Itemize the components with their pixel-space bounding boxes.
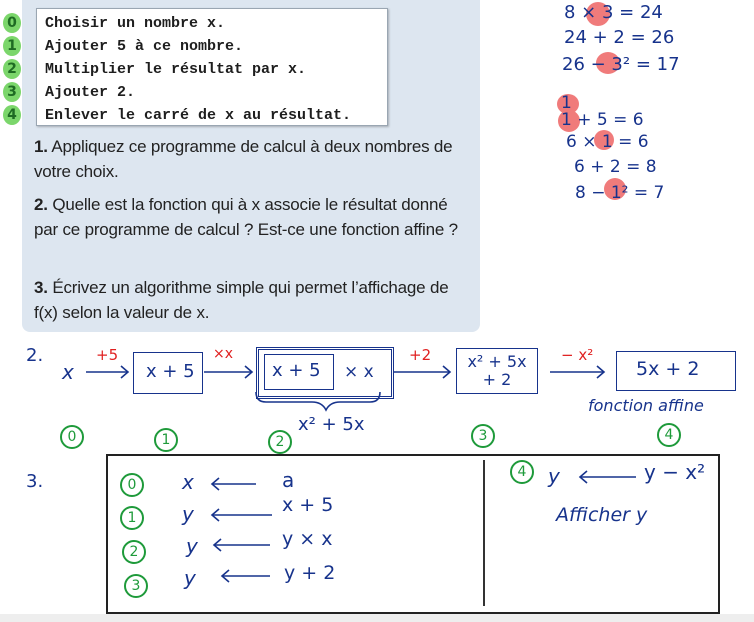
step-circle-3: 3 (471, 424, 495, 448)
algo-step-4: 4 (510, 460, 534, 484)
question-2: 2. Quelle est la fonction qui à x associ… (34, 195, 458, 239)
step-circle-2: 2 (268, 430, 292, 454)
step-circle-0: 0 (60, 425, 84, 449)
highlight-1-c (594, 130, 614, 150)
algo-step-2: 2 (122, 540, 146, 564)
step-circle-1: 1 (154, 428, 178, 452)
step-marker-0: 0 (3, 13, 21, 33)
part3-label: 3. (26, 471, 44, 492)
question-1: 1. Appliquez ce programme de calcul à de… (34, 137, 453, 181)
box-step-4 (616, 351, 736, 391)
calc1-line-1: 24 + 2 = 26 (564, 27, 675, 48)
calc2-line-4: 8 − 1² = 7 (575, 183, 665, 203)
algo-var-4: y (548, 464, 560, 488)
part2-start: x (62, 360, 74, 384)
program-box: Choisir un nombre x. Ajouter 5 à ce nomb… (36, 8, 388, 126)
highlight-1-a (557, 94, 579, 114)
algo-expr-4: y − x² (644, 460, 706, 484)
box-step-2-inner (264, 354, 334, 390)
display-statement: Afficher y (556, 504, 648, 526)
calc2-line-3: 6 + 2 = 8 (574, 157, 657, 177)
arrow-label-3: − x² (561, 346, 594, 364)
box-step-2-text: x + 5 (272, 360, 321, 381)
arrow-label-1: ×x (213, 346, 234, 362)
brace-result: x² + 5x (298, 414, 365, 435)
highlight-1-b (558, 110, 580, 132)
program-line-1: Ajouter 5 à ce nombre. (45, 38, 244, 55)
algo-expr-3: y + 2 (284, 562, 336, 584)
algo-expr-2: y × x (282, 528, 333, 550)
calc1-line-0: 8 × 3 = 24 (564, 2, 663, 23)
algo-expr-0: a (282, 468, 295, 492)
box-step-2-times: × x (344, 362, 374, 382)
program-line-2: Multiplier le résultat par x. (45, 61, 307, 78)
calc2-line-2: 6 × 1 = 6 (566, 132, 649, 152)
bottom-scroll-strip (0, 614, 754, 622)
step-marker-1: 1 (3, 36, 21, 56)
box-step-1 (133, 352, 203, 394)
box-step-4-text: 5x + 2 (636, 358, 700, 380)
step-circle-4: 4 (657, 423, 681, 447)
algo-step-3: 3 (124, 574, 148, 598)
algo-var-2: y (186, 534, 198, 558)
box-step-3 (456, 348, 538, 394)
highlight-3 (586, 2, 610, 26)
highlight-1-d (604, 178, 626, 200)
step-marker-4: 4 (3, 105, 21, 125)
question-3: 3. Écrivez un algorithme simple qui perm… (34, 278, 449, 322)
part2-label: 2. (26, 345, 44, 366)
box-step-2 (256, 347, 394, 399)
program-line-0: Choisir un nombre x. (45, 15, 226, 32)
calc1-line-2: 26 − 3² = 17 (562, 54, 680, 75)
algo-var-0: x (182, 470, 194, 494)
step-marker-3: 3 (3, 82, 21, 102)
program-line-4: Enlever le carré de x au résultat. (45, 107, 352, 124)
algo-step-1: 1 (120, 506, 144, 530)
program-line-3: Ajouter 2. (45, 84, 136, 101)
algorithm-box (106, 454, 720, 614)
affine-note: fonction affine (588, 396, 704, 415)
algo-var-1: y (182, 502, 194, 526)
calc2-line-0: 1 (561, 93, 572, 113)
box-step-1-text: x + 5 (146, 361, 195, 382)
highlight-3-square (596, 52, 620, 74)
algo-expr-1: x + 5 (282, 494, 334, 516)
algo-var-3: y (184, 566, 196, 590)
box-step-3-text: x² + 5x + 2 (467, 352, 527, 389)
algo-step-0: 0 (120, 473, 144, 497)
arrow-label-0: +5 (96, 346, 119, 364)
calc2-line-1: 1 + 5 = 6 (561, 110, 644, 130)
step-marker-2: 2 (3, 59, 21, 79)
arrow-label-2: +2 (409, 346, 432, 364)
algorithm-divider (483, 460, 485, 606)
